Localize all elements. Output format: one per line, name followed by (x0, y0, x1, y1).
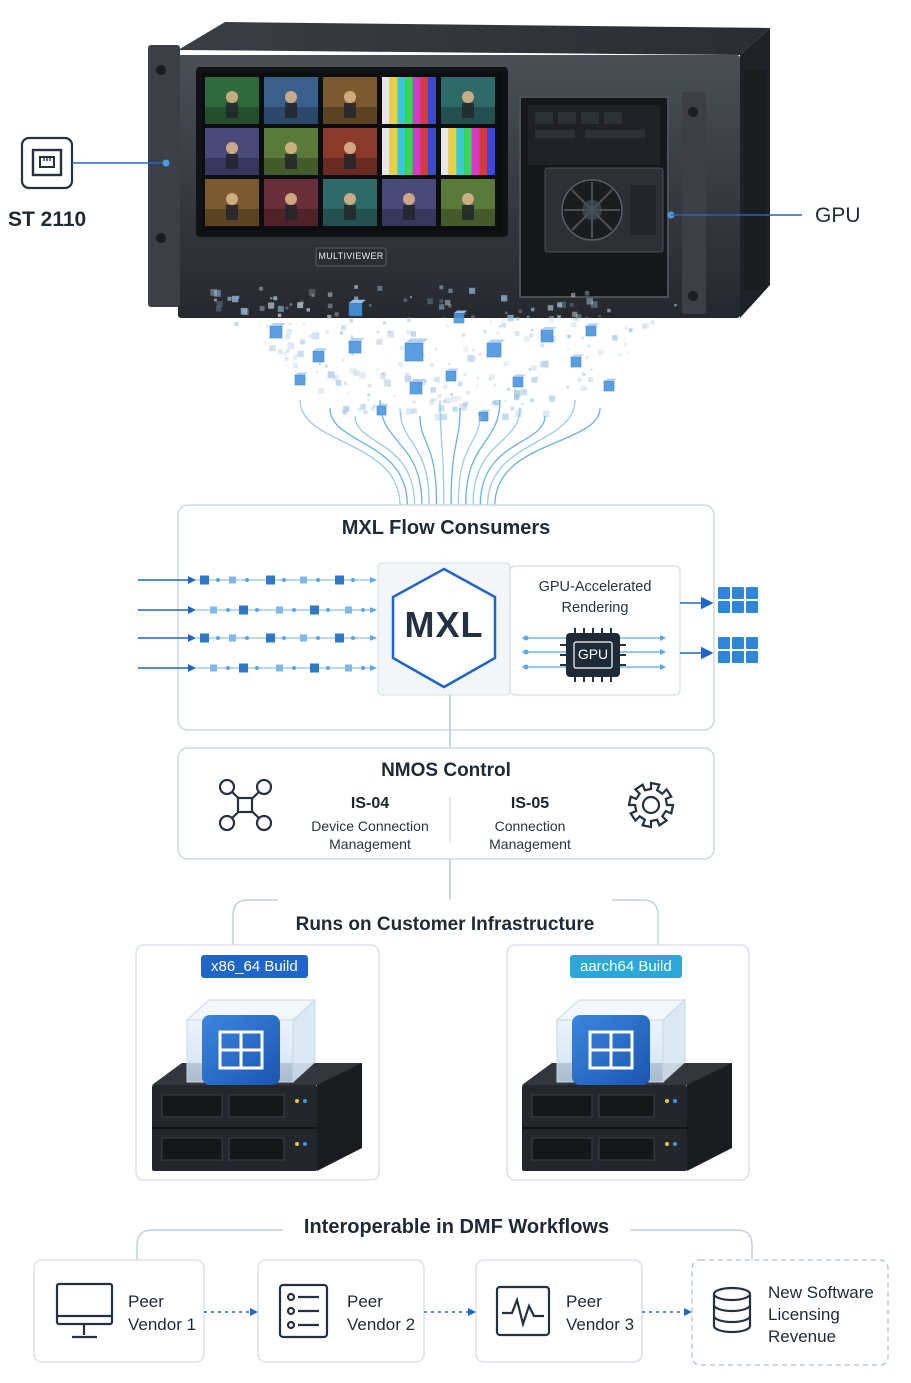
input-flows (138, 575, 377, 673)
vendor-2-label: Peer Vendor 2 (347, 1290, 415, 1336)
dmf-title: Interoperable in DMF Workflows (283, 1216, 630, 1239)
database-icon (712, 1286, 752, 1334)
ethernet-port-icon (31, 148, 63, 177)
infra-bracket (232, 899, 659, 945)
is05-line1: Connection (494, 818, 566, 834)
video-tile (441, 179, 495, 226)
gpu-callout-line (667, 211, 802, 219)
multiviewer-label-plate (315, 247, 387, 267)
video-tile (323, 179, 377, 226)
gpu-chip-label: GPU (577, 646, 609, 662)
video-tile (441, 128, 495, 175)
network-nodes-icon (218, 778, 273, 832)
server-stack (152, 998, 362, 1171)
dmf-bracket (136, 1229, 753, 1260)
video-tile (205, 77, 259, 124)
st2110-label: ST 2110 (8, 208, 87, 231)
waveform-icon (495, 1285, 551, 1337)
video-tile (205, 179, 259, 226)
multiviewer-screen (205, 77, 495, 226)
revenue-card (691, 1259, 889, 1366)
output-grid-icons (718, 587, 758, 663)
x86-build-badge: x86_64 Build (201, 955, 308, 978)
mxl-hexagon-icon (391, 567, 497, 689)
video-tile (382, 179, 436, 226)
st2110-connector (20, 136, 170, 190)
video-tile (264, 128, 318, 175)
is04-line2: Management (329, 836, 411, 852)
video-tile (382, 77, 436, 124)
vendor-card-3 (475, 1259, 643, 1363)
vendor-1-line2: Vendor 1 (128, 1315, 197, 1334)
vendor-1-label: Peer Vendor 1 (128, 1290, 196, 1336)
revenue-line1: New Software (768, 1283, 874, 1302)
vendor-2-line1: Peer (347, 1292, 383, 1311)
nmos-control-box (177, 747, 715, 860)
video-tile (382, 128, 436, 175)
revenue-line2: Licensing (768, 1305, 840, 1324)
multiviewer-label: MULTIVIEWER (318, 251, 384, 261)
video-tile (323, 77, 377, 124)
gpu-bay (519, 96, 669, 298)
video-tile (441, 77, 495, 124)
video-tile (264, 77, 318, 124)
data-fibers (299, 399, 601, 506)
vendor-1-line1: Peer (128, 1292, 164, 1311)
vendor-3-label: Peer Vendor 3 (566, 1290, 634, 1336)
vendor-3-line1: Peer (566, 1292, 602, 1311)
revenue-line3: Revenue (768, 1327, 837, 1346)
server-illustrations (152, 998, 732, 1171)
vendor-2-line2: Vendor 2 (347, 1315, 416, 1334)
gpu-chip-icon (560, 628, 626, 682)
monitor-icon (55, 1282, 114, 1339)
nmos-title: NMOS Control (381, 760, 511, 781)
gpu-label: GPU (815, 204, 861, 227)
is04-code: IS-04 (350, 795, 390, 812)
is05-code: IS-05 (510, 795, 550, 812)
video-tile (264, 179, 318, 226)
is04-block: IS-04 Device Connection Management (290, 795, 450, 853)
is05-line2: Management (489, 836, 571, 852)
video-tile (205, 128, 259, 175)
is05-block: IS-05 Connection Management (450, 795, 610, 853)
output-flows (680, 596, 714, 660)
infra-title: Runs on Customer Infrastructure (278, 914, 612, 936)
mxl-box-title: MXL Flow Consumers (341, 517, 551, 539)
aarch64-build-badge: aarch64 Build (570, 955, 682, 978)
gpu-accel-title: GPU-Accelerated Rendering (510, 577, 680, 619)
gpu-accel-panel (509, 565, 681, 696)
revenue-label: New Software Licensing Revenue (768, 1282, 874, 1348)
vendor-3-line2: Vendor 3 (566, 1315, 635, 1334)
is04-line1: Device Connection (311, 818, 429, 834)
data-particles (210, 285, 677, 422)
gpu-accel-title-line1: GPU-Accelerated (538, 579, 652, 595)
video-tile (323, 128, 377, 175)
mxl-center-label: MXL (404, 604, 484, 645)
checklist-icon (278, 1283, 329, 1339)
gear-icon (627, 781, 675, 829)
server-stack (522, 998, 732, 1171)
gpu-accel-title-line2: Rendering (561, 600, 629, 616)
